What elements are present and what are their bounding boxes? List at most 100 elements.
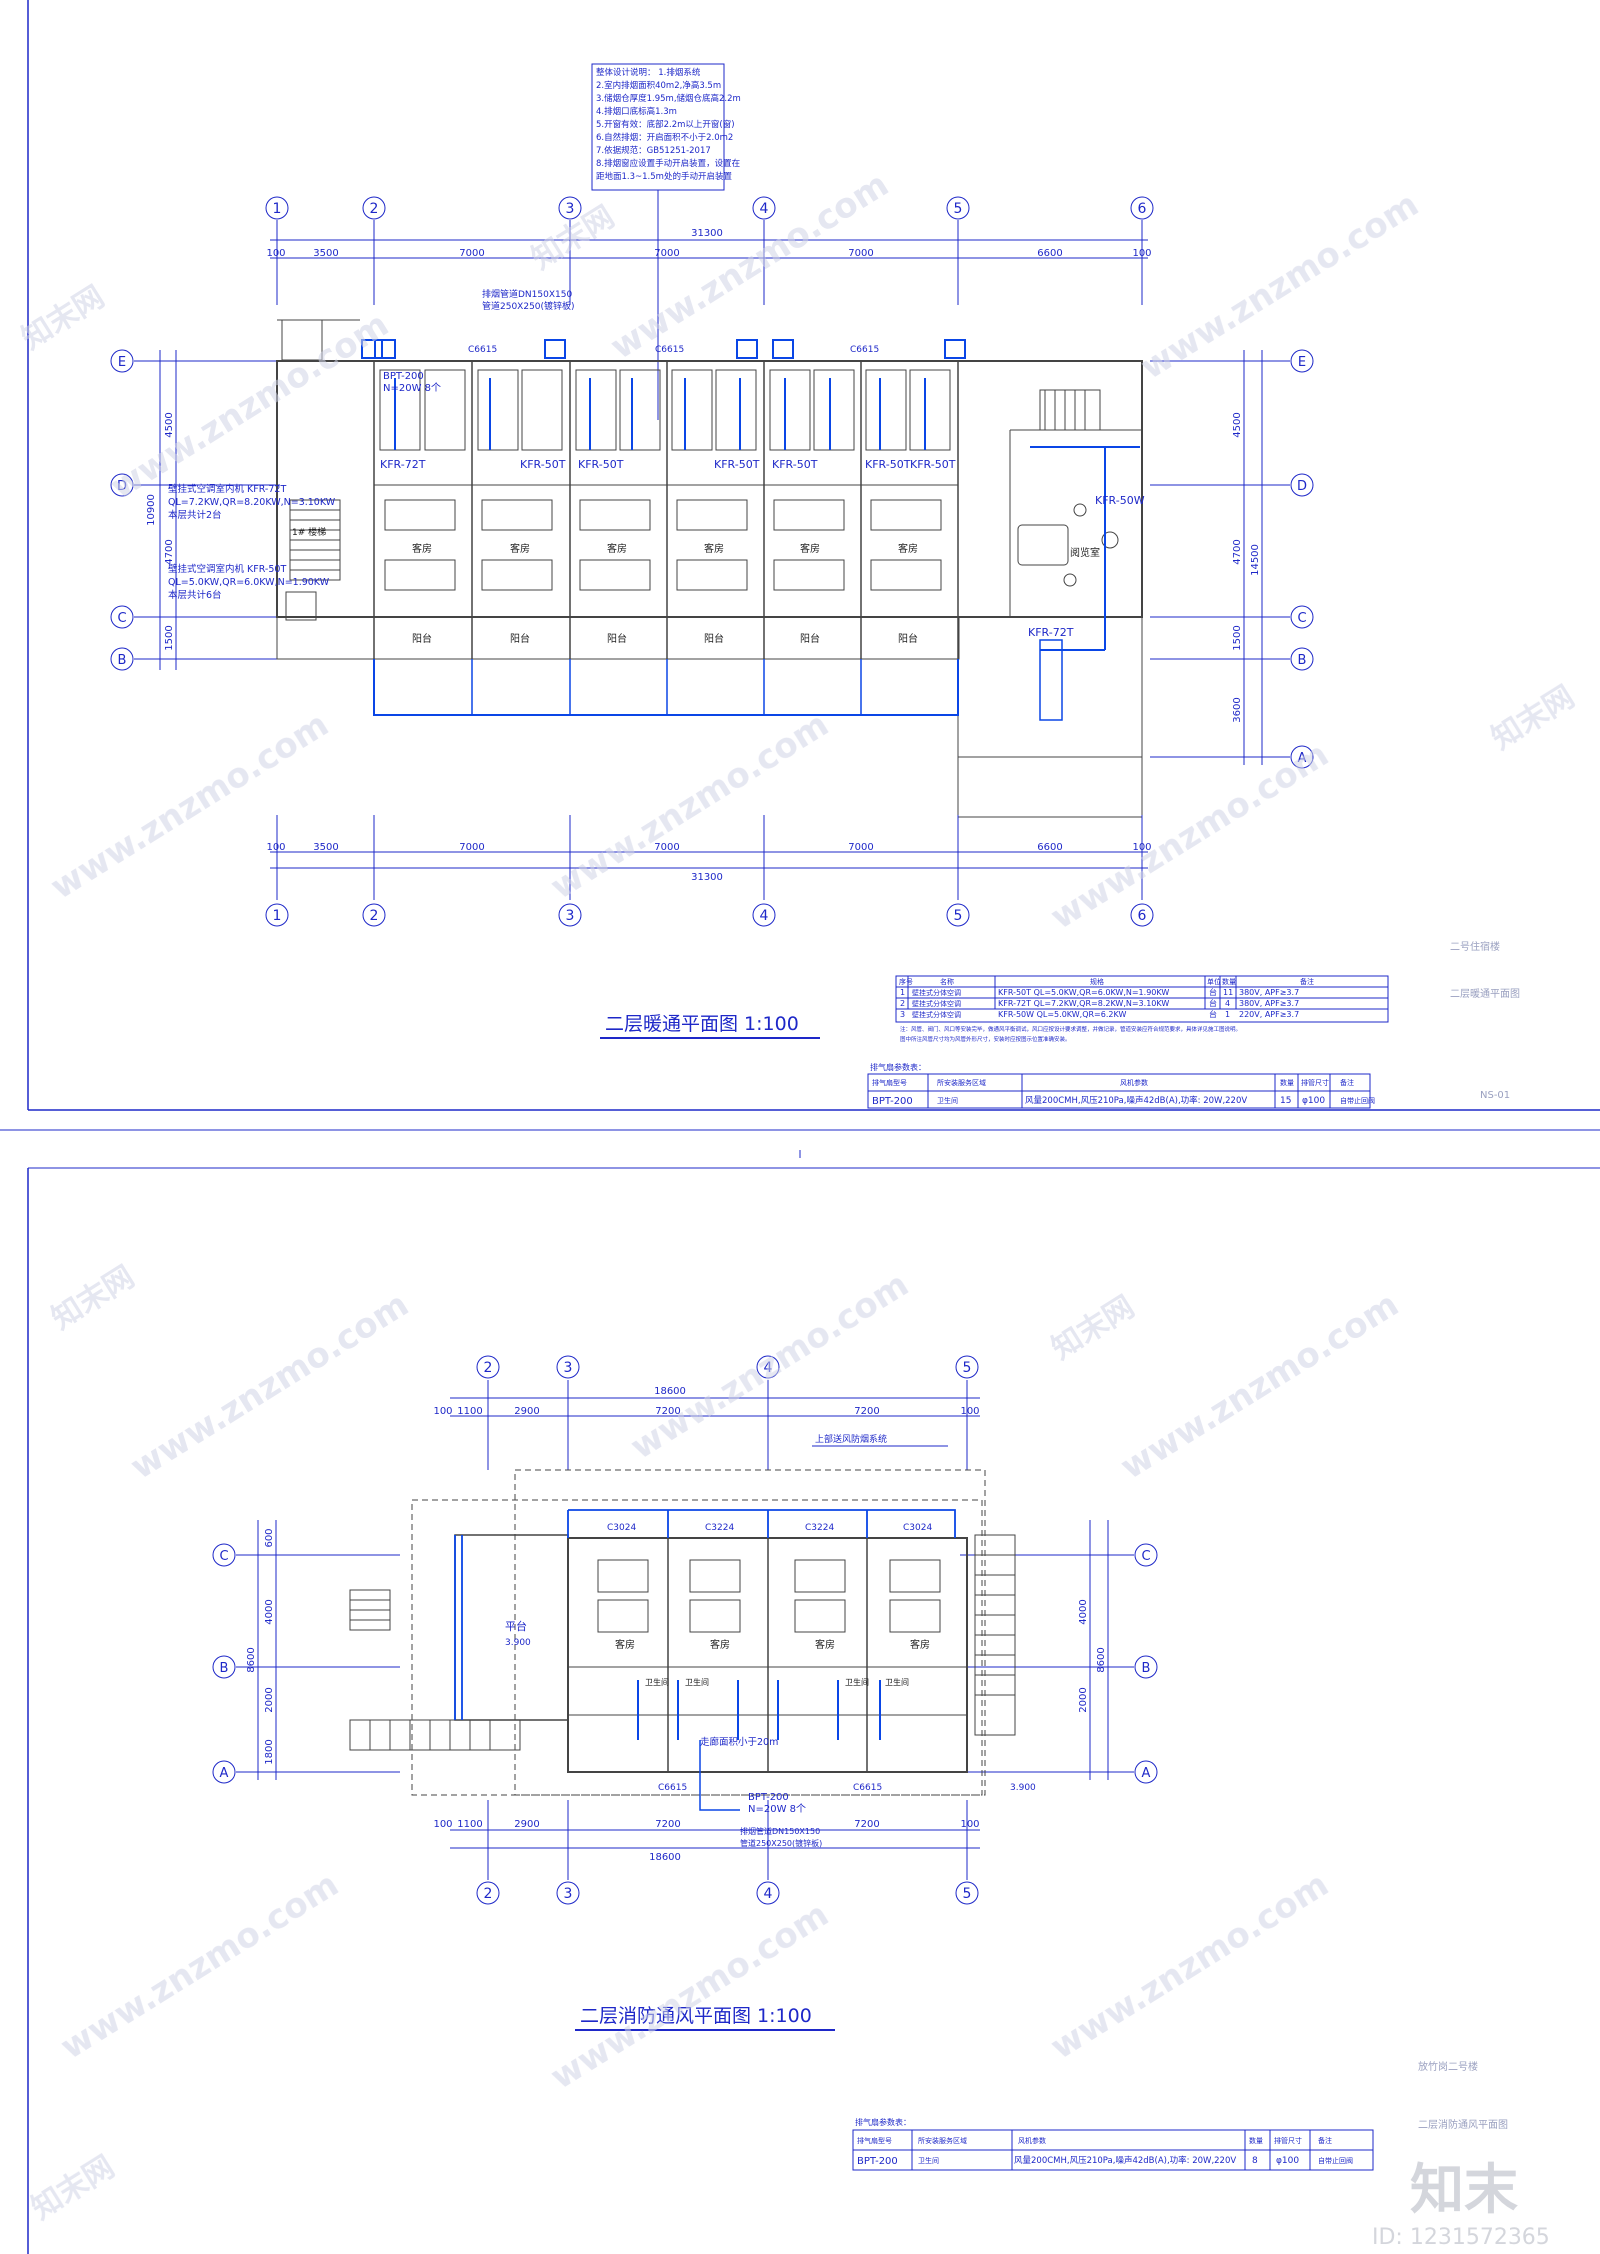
svg-text:2900: 2900 [514, 1819, 539, 1830]
svg-text:名称: 名称 [940, 977, 954, 986]
svg-text:卫生间: 卫生间 [918, 2156, 939, 2165]
svg-text:4700: 4700 [164, 539, 175, 564]
svg-text:18600: 18600 [649, 1852, 681, 1863]
svg-text:7000: 7000 [459, 842, 484, 853]
svg-text:4: 4 [764, 1886, 773, 1902]
svg-text:本层共计2台: 本层共计2台 [168, 509, 222, 521]
svg-text:1100: 1100 [457, 1406, 482, 1417]
svg-text:所安装服务区域: 所安装服务区域 [937, 1078, 986, 1087]
svg-text:卫生间: 卫生间 [885, 1677, 909, 1687]
svg-text:B: B [1298, 653, 1307, 668]
svg-text:客房: 客房 [615, 1638, 635, 1651]
svg-text:二层消防通风平面图: 二层消防通风平面图 [1418, 2118, 1508, 2131]
svg-text:www.znzmo.com: www.znzmo.com [54, 1864, 346, 2067]
svg-text:2: 2 [370, 908, 379, 924]
svg-text:www.znzmo.com: www.znzmo.com [1134, 184, 1426, 387]
svg-text:风量200CMH,风压210Pa,噪声42dB(A),功率:: 风量200CMH,风压210Pa,噪声42dB(A),功率: 20W,220V [1025, 1095, 1247, 1106]
svg-text:8600: 8600 [1096, 1647, 1107, 1672]
svg-text:BPT-200: BPT-200 [383, 371, 424, 382]
beds [384, 499, 942, 591]
svg-text:管道250X250(镀锌板): 管道250X250(镀锌板) [740, 1838, 822, 1848]
svg-text:www.znzmo.com: www.znzmo.com [124, 1284, 416, 1487]
svg-text:600: 600 [264, 1528, 275, 1547]
svg-text:NS-01: NS-01 [1480, 1090, 1510, 1101]
svg-text:图中所注风管尺寸均为风管外形尺寸，安装时应按图示位置准确安装: 图中所注风管尺寸均为风管外形尺寸，安装时应按图示位置准确安装。 [900, 1035, 1071, 1043]
ac-unit-label: KFR-50T [578, 458, 624, 471]
spec-line: 距地面1.3~1.5m处的手动开启装置 [596, 171, 732, 182]
svg-text:管道250X250(镀锌板): 管道250X250(镀锌板) [482, 300, 575, 312]
fan-table-sheet2: 排气扇参数表： 排气扇型号 所安装服务区域 风机参数 数量 排管尺寸 备注 BP… [852, 2117, 1374, 2171]
sheet1-top-grid: 1 2 3 4 5 6 31300 100 3500 7000 7000 700… [265, 196, 1154, 305]
fan-table-sheet1: 排气扇参数表： 排气扇型号 所安装服务区域 风机参数 数量 排管尺寸 备注 BP… [867, 1062, 1375, 1109]
svg-text:二层暖通平面图 1:100: 二层暖通平面图 1:100 [605, 1013, 799, 1035]
svg-text:客房: 客房 [910, 1638, 930, 1651]
svg-text:380V, APF≥3.7: 380V, APF≥3.7 [1239, 999, 1299, 1008]
svg-text:知末网: 知末网 [26, 2149, 121, 2226]
svg-text:C3024: C3024 [607, 1523, 636, 1533]
svg-text:备注: 备注 [1340, 1078, 1354, 1087]
svg-text:2: 2 [370, 201, 379, 217]
svg-text:4000: 4000 [1078, 1599, 1089, 1624]
svg-text:排气扇参数表：: 排气扇参数表： [855, 2117, 911, 2127]
svg-text:4500: 4500 [164, 412, 175, 437]
sheet2-ductwork [454, 1509, 956, 1811]
svg-text:6600: 6600 [1037, 842, 1062, 853]
svg-text:卫生间: 卫生间 [937, 1096, 958, 1105]
svg-text:台: 台 [1209, 1009, 1217, 1019]
svg-text:上部送风防烟系统: 上部送风防烟系统 [815, 1433, 887, 1445]
sheet1-floor-plan: C6615 C6615 C6615 KFR-72T KFR-50T KFR-50… [168, 288, 1145, 818]
sheet2-top-grid: 2 3 4 5 18600 100 1100 2900 7200 7200 10… [433, 1355, 980, 1470]
svg-text:www.znzmo.com: www.znzmo.com [1114, 1284, 1406, 1487]
spec-line: 2.室内排烟面积40m2,净高3.5m [596, 80, 721, 91]
svg-text:QL=7.2KW,QR=8.20KW,N=3.10KW: QL=7.2KW,QR=8.20KW,N=3.10KW [168, 497, 336, 508]
svg-text:壁挂式空调室内机 KFR-50T: 壁挂式空调室内机 KFR-50T [168, 563, 286, 575]
svg-text:7000: 7000 [848, 842, 873, 853]
svg-text:7200: 7200 [655, 1819, 680, 1830]
svg-text:www.znzmo.com: www.znzmo.com [544, 704, 836, 907]
svg-text:7000: 7000 [459, 248, 484, 259]
sheet1-bottom-grid: 100 3500 7000 7000 7000 6600 100 31300 1… [265, 815, 1154, 927]
svg-text:客房: 客房 [710, 1638, 730, 1651]
svg-text:台: 台 [1209, 998, 1217, 1008]
svg-text:风机参数: 风机参数 [1018, 2136, 1046, 2145]
svg-text:卫生间: 卫生间 [845, 1677, 869, 1687]
svg-text:1# 楼梯: 1# 楼梯 [292, 526, 326, 538]
svg-text:走廊面积小于20m: 走廊面积小于20m [700, 1736, 778, 1748]
svg-text:序号: 序号 [899, 977, 913, 986]
svg-text:阳台: 阳台 [412, 632, 432, 645]
svg-text:C3224: C3224 [805, 1523, 834, 1533]
brand-logo: 知末 ID: 1231572365 [1372, 2158, 1550, 2250]
svg-text:100: 100 [960, 1819, 979, 1830]
svg-text:15: 15 [1280, 1096, 1291, 1106]
svg-text:客房: 客房 [704, 542, 724, 555]
svg-text:C6615: C6615 [853, 1783, 882, 1793]
svg-text:6600: 6600 [1037, 248, 1062, 259]
svg-text:备注: 备注 [1300, 977, 1314, 986]
svg-text:卫生间: 卫生间 [685, 1677, 709, 1687]
svg-text:壁挂式分体空调: 壁挂式分体空调 [912, 988, 961, 997]
svg-text:380V, APF≥3.7: 380V, APF≥3.7 [1239, 988, 1299, 997]
svg-text:平台: 平台 [505, 1619, 527, 1633]
svg-text:8600: 8600 [246, 1647, 257, 1672]
svg-text:3: 3 [900, 1010, 905, 1019]
svg-text:C6615: C6615 [655, 345, 684, 355]
sheet1-left-grid: E D C B 10900 4500 4700 1500 [110, 349, 280, 671]
svg-text:数量: 数量 [1280, 1078, 1294, 1087]
svg-text:C6615: C6615 [658, 1783, 687, 1793]
svg-text:A: A [220, 1766, 229, 1781]
svg-text:客房: 客房 [815, 1638, 835, 1651]
svg-text:2: 2 [484, 1886, 493, 1902]
svg-text:4: 4 [760, 908, 769, 924]
svg-text:100: 100 [266, 842, 285, 853]
svg-text:10900: 10900 [146, 494, 157, 526]
svg-text:www.znzmo.com: www.znzmo.com [104, 304, 396, 507]
svg-text:3: 3 [564, 1360, 573, 1376]
svg-text:www.znzmo.com: www.znzmo.com [604, 164, 896, 367]
svg-text:二号住宿楼: 二号住宿楼 [1450, 940, 1500, 953]
svg-text:N=20W 8个: N=20W 8个 [748, 1803, 806, 1815]
svg-text:自带止回阀: 自带止回阀 [1340, 1096, 1375, 1105]
svg-text:5: 5 [963, 1360, 972, 1376]
svg-text:31300: 31300 [691, 228, 723, 239]
svg-text:www.znzmo.com: www.znzmo.com [1044, 1864, 1336, 2067]
svg-text:排管尺寸: 排管尺寸 [1301, 1078, 1329, 1087]
